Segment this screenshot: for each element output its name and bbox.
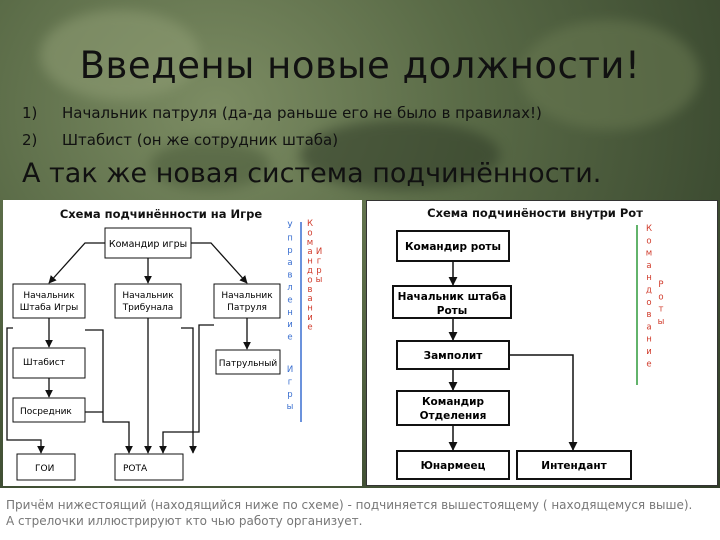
- company-hierarchy-diagram: Схема подчинёности внутри Рот Командир р…: [366, 200, 718, 486]
- connector-arrows: [6, 242, 251, 454]
- footer-line: Причём нижестоящий (находящийся ниже по …: [6, 498, 693, 512]
- svg-text:Командир: Командир: [422, 396, 485, 408]
- slide-subtitle: А так же новая система подчинённости.: [22, 158, 602, 189]
- slide-title: Введены новые должности!: [79, 44, 641, 87]
- company-commander-box: Командир роты: [396, 230, 510, 262]
- camo-blob: [40, 10, 200, 100]
- svg-text:ГОИ: ГОИ: [35, 464, 54, 474]
- svg-text:Патрульный: Патрульный: [219, 359, 278, 369]
- svg-text:Штабист: Штабист: [23, 358, 65, 368]
- svg-text:Юнармеец: Юнармеец: [421, 460, 486, 472]
- squad-commander-box: Командир Отделения: [396, 390, 510, 426]
- camo-blob: [300, 120, 500, 190]
- svg-text:Интендант: Интендант: [541, 460, 607, 472]
- camo-blob: [150, 140, 270, 190]
- svg-text:Замполит: Замполит: [424, 350, 484, 362]
- svg-text:Патруля: Патруля: [227, 303, 267, 313]
- rota-box: РОТА: [114, 453, 184, 481]
- svg-text:Отделения: Отделения: [420, 410, 487, 422]
- yunarmeets-box: Юнармеец: [396, 450, 510, 480]
- diagram-title: Схема подчинённости на Игре: [60, 207, 263, 221]
- patrol-box: Патрульный: [215, 349, 281, 375]
- chief-staff-box: Начальник штаба Роты: [392, 285, 512, 319]
- position-list: 1)Начальник патруля (да-да раньше его не…: [22, 100, 542, 154]
- connector-arrows: [448, 261, 578, 451]
- svg-text:Командир игры: Командир игры: [109, 239, 187, 250]
- svg-text:Штаба Игры: Штаба Игры: [20, 303, 79, 313]
- mediator-box: Посредник: [12, 397, 86, 423]
- svg-text:Начальник штаба: Начальник штаба: [398, 291, 507, 303]
- svg-text:Начальник: Начальник: [23, 291, 75, 301]
- chief-staff-box: Начальник Штаба Игры: [12, 283, 86, 319]
- chief-tribunal-box: Начальник Трибунала: [114, 283, 182, 319]
- svg-text:Начальник: Начальник: [122, 291, 174, 301]
- svg-text:РОТА: РОТА: [123, 464, 148, 474]
- svg-text:Роты: Роты: [437, 305, 468, 317]
- chief-patrol-box: Начальник Патруля: [213, 283, 281, 319]
- game-hierarchy-diagram: Схема подчинённости на Игре Командир игр…: [3, 200, 362, 486]
- commander-box: Командир игры: [104, 227, 192, 259]
- svg-text:Командир роты: Командир роты: [405, 241, 501, 253]
- footer-line: А стрелочки иллюстрируют кто чью работу …: [6, 514, 363, 528]
- camo-blob: [520, 20, 700, 130]
- staffer-box: Штабист: [12, 347, 86, 379]
- list-item: 2)Штабист (он же сотрудник штаба): [22, 131, 339, 149]
- footer-note: Причём нижестоящий (находящийся ниже по …: [0, 488, 720, 540]
- list-item: 1)Начальник патруля (да-да раньше его не…: [22, 104, 542, 122]
- svg-text:Трибунала: Трибунала: [122, 303, 174, 313]
- intendant-box: Интендант: [516, 450, 632, 480]
- zampolit-box: Замполит: [396, 340, 510, 370]
- diagram-title: Схема подчинёности внутри Рот: [427, 206, 643, 220]
- svg-text:Посредник: Посредник: [20, 407, 72, 417]
- goi-box: ГОИ: [16, 453, 76, 481]
- svg-text:Начальник: Начальник: [221, 291, 273, 301]
